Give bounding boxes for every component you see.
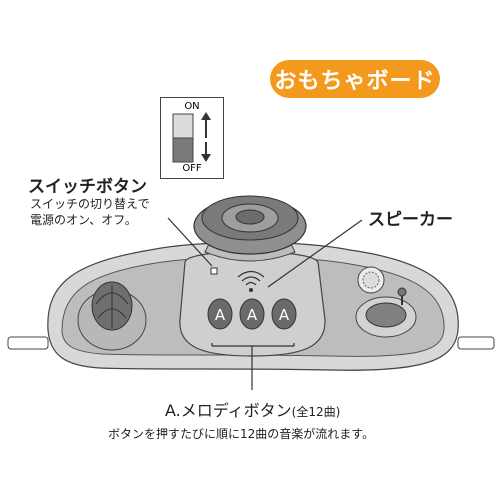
title-badge: おもちゃボード: [270, 60, 440, 98]
switch-on-label: ON: [184, 101, 200, 112]
switch-button: [210, 267, 218, 275]
melody-key-3[interactable]: A: [271, 298, 297, 330]
melody-key-label: A: [247, 306, 258, 324]
leader-switch: [167, 217, 213, 267]
melody-key-label: A: [215, 306, 226, 324]
right-controls: [355, 266, 417, 338]
joystick: [77, 281, 147, 351]
melody-button-title: A.メロディボタン: [165, 401, 292, 420]
switch-toggle-lower: [172, 137, 194, 163]
switch-button-desc-1: スイッチの切り替えで: [30, 197, 150, 211]
speaker-title: スピーカー: [368, 210, 453, 230]
melody-button-title-row: A.メロディボタン(全12曲): [165, 397, 340, 421]
switch-diagram: ON OFF: [160, 97, 224, 179]
switch-button-desc-2: 電源のオン、オフ。: [30, 213, 137, 227]
switch-off-label: OFF: [182, 163, 202, 174]
leader-lines: [167, 217, 363, 390]
arrow-up-icon: [201, 112, 211, 138]
speaker: [193, 195, 307, 255]
arrow-down-icon: [201, 142, 211, 162]
sound-icon: [237, 270, 265, 292]
melody-button-desc: ボタンを押すたびに順に12曲の音楽が流れます。: [108, 427, 375, 441]
switch-graphic: [172, 112, 211, 163]
melody-key-2[interactable]: A: [239, 298, 265, 330]
melody-button-count: (全12曲): [291, 405, 341, 419]
switch-button-title: スイッチボタン: [28, 177, 147, 197]
leader-speaker: [267, 219, 363, 288]
left-bar: [7, 336, 49, 350]
melody-key-label: A: [279, 306, 290, 324]
melody-key-1[interactable]: A: [207, 298, 233, 330]
right-bar: [457, 336, 495, 350]
